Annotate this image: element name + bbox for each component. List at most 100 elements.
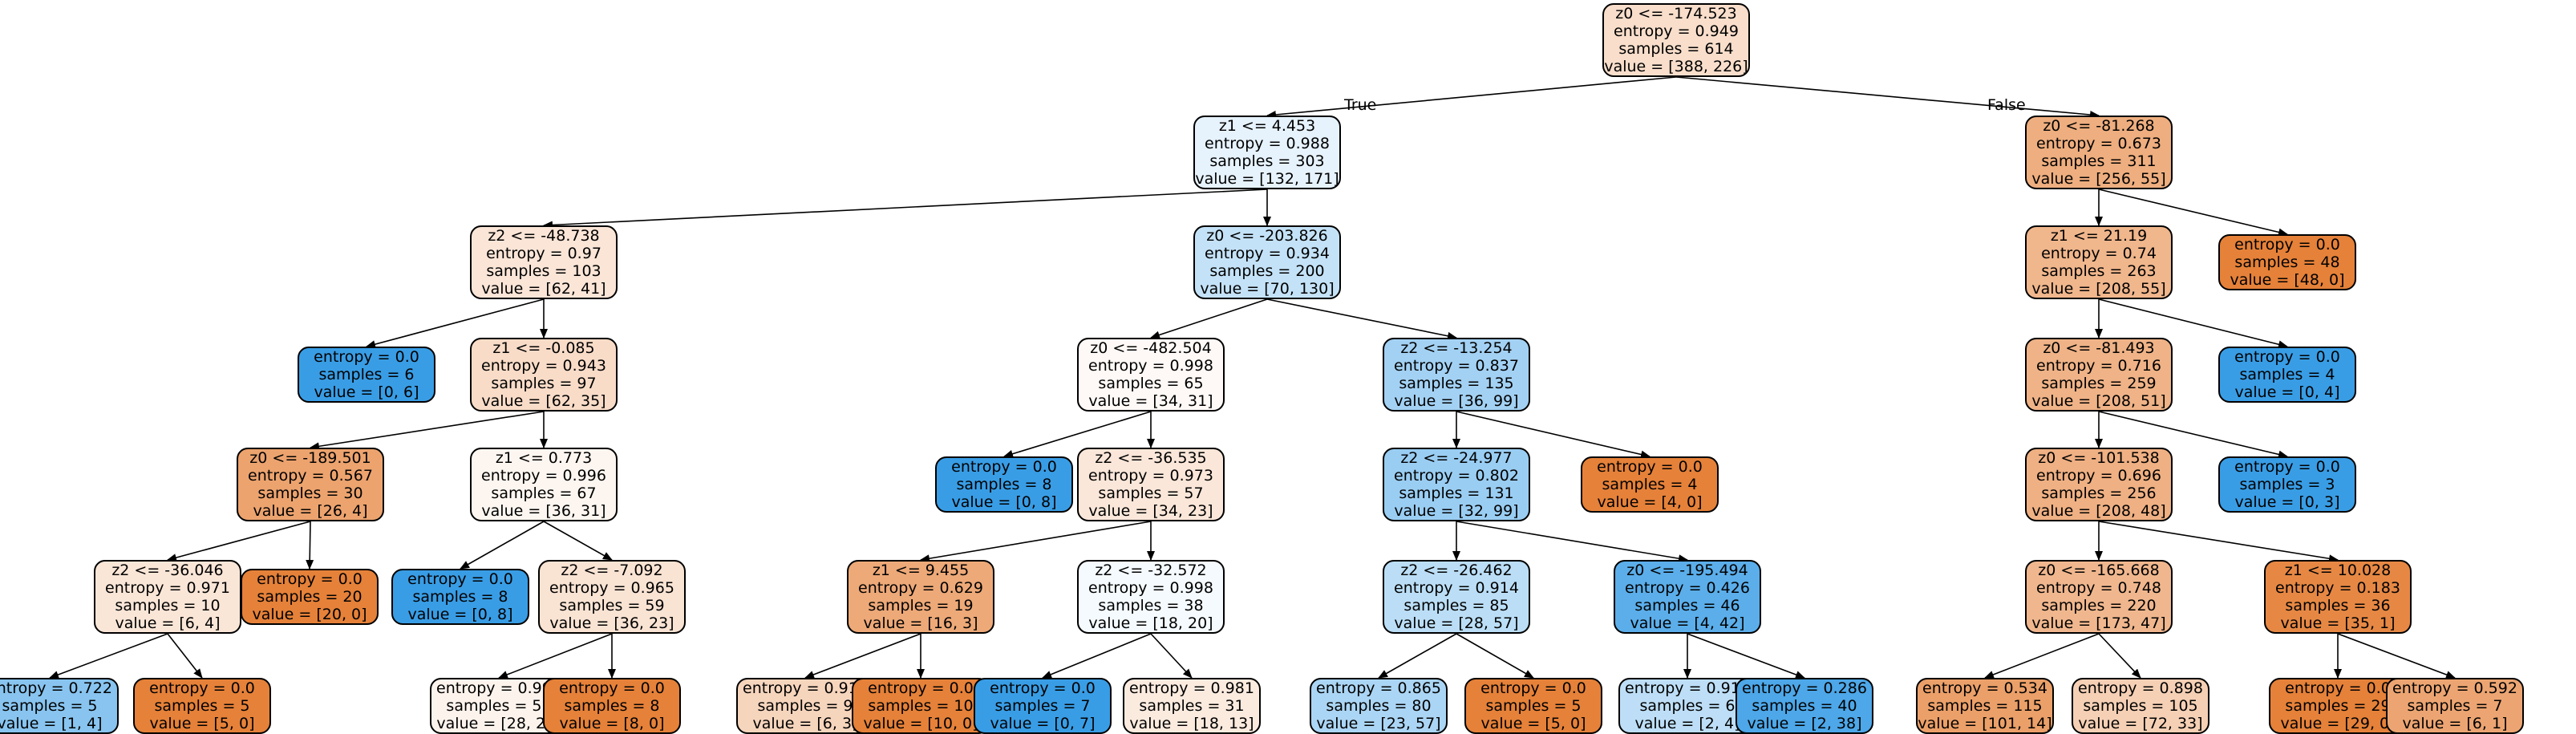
tree-edge xyxy=(460,521,545,570)
node-line: value = [2, 4] xyxy=(1634,715,1740,732)
tree-edge xyxy=(1984,633,2100,679)
node-line: z0 <= -189.501 xyxy=(249,449,371,467)
node-line: samples = 614 xyxy=(1618,40,1734,58)
node-line: samples = 36 xyxy=(2285,597,2391,614)
node-line: z2 <= -26.462 xyxy=(1400,562,1513,579)
node-line: value = [0, 3] xyxy=(2234,493,2340,511)
node-line: samples = 131 xyxy=(1399,485,1514,502)
node-line: samples = 51 xyxy=(446,697,552,715)
node-line: entropy = 0.0 xyxy=(2285,679,2391,697)
node-line: entropy = 0.993 xyxy=(436,679,561,697)
tree-edge xyxy=(1687,633,1805,679)
node-line: samples = 59 xyxy=(559,597,665,614)
node-line: z0 <= -81.268 xyxy=(2043,117,2155,135)
node-line: entropy = 0.998 xyxy=(1088,357,1213,375)
node-line: z0 <= -165.668 xyxy=(2038,562,2160,579)
node-line: z1 <= 21.19 xyxy=(2050,227,2148,245)
node-line: value = [4, 42] xyxy=(1630,614,1745,632)
node-line: samples = 57 xyxy=(1098,485,1204,502)
node-line: value = [62, 41] xyxy=(481,280,606,298)
node-line: entropy = 0.965 xyxy=(549,579,674,597)
node-line: z2 <= -24.977 xyxy=(1400,449,1513,467)
tree-edge xyxy=(167,521,311,562)
tree-edge xyxy=(1150,298,1268,339)
node-line: value = [35, 1] xyxy=(2280,614,2396,632)
node-line: samples = 256 xyxy=(2041,485,2157,502)
node-line: samples = 19 xyxy=(868,597,974,614)
node-line: value = [0, 6] xyxy=(314,383,419,401)
node-line: samples = 115 xyxy=(1927,697,2043,715)
node-line: value = [208, 51] xyxy=(2031,392,2166,410)
node-line: samples = 311 xyxy=(2041,152,2157,170)
node-line: samples = 46 xyxy=(1634,597,1740,614)
node-line: entropy = 0.914 xyxy=(1394,579,1519,597)
node-line: z2 <= -32.572 xyxy=(1095,562,1207,579)
node-line: value = [34, 23] xyxy=(1088,502,1213,520)
node-line: samples = 40 xyxy=(1752,697,1857,715)
node-line: entropy = 0.865 xyxy=(1316,679,1441,697)
node-line: entropy = 0.286 xyxy=(1742,679,1867,697)
node-line: samples = 31 xyxy=(1139,697,1245,715)
node-line: samples = 220 xyxy=(2041,597,2157,614)
tree-edge xyxy=(1456,633,1534,679)
node-line: value = [0, 8] xyxy=(951,493,1057,511)
node-line: z0 <= -174.523 xyxy=(1615,5,1737,22)
node-line: entropy = 0.918 xyxy=(1625,679,1750,697)
node-line: entropy = 0.934 xyxy=(1205,245,1330,262)
node-line: entropy = 0.534 xyxy=(1922,679,2047,697)
node-line: z2 <= -48.738 xyxy=(488,227,600,245)
node-line: value = [132, 171] xyxy=(1195,170,1339,188)
node-line: value = [29, 0] xyxy=(2280,715,2396,732)
node-line: value = [0, 4] xyxy=(2234,383,2340,401)
node-line: value = [28, 57] xyxy=(1394,614,1519,632)
node-line: entropy = 0.629 xyxy=(858,579,983,597)
tree-edge xyxy=(1675,76,2100,119)
node-line: samples = 5 xyxy=(2,697,98,715)
node-line: value = [5, 0] xyxy=(149,715,255,732)
node-line: value = [36, 31] xyxy=(481,502,606,520)
tree-edge xyxy=(366,298,545,348)
node-line: entropy = 0.74 xyxy=(2041,245,2157,262)
node-line: z1 <= 10.028 xyxy=(2284,562,2392,579)
node-line: entropy = 0.837 xyxy=(1394,357,1519,375)
node-line: samples = 10 xyxy=(868,697,974,715)
node-line: value = [48, 0] xyxy=(2230,271,2345,289)
node-line: samples = 103 xyxy=(486,262,601,280)
tree-edge xyxy=(1378,633,1457,679)
node-line: samples = 3 xyxy=(2239,476,2335,493)
node-line: value = [34, 31] xyxy=(1088,392,1213,410)
node-line: z0 <= -81.493 xyxy=(2043,339,2155,357)
node-line: value = [173, 47] xyxy=(2031,614,2166,632)
node-line: entropy = 0.0 xyxy=(1597,458,1703,476)
tree-edge xyxy=(2098,633,2141,679)
node-line: value = [6, 4] xyxy=(115,614,221,632)
tree-edge xyxy=(1150,633,1193,679)
node-line: z1 <= -0.085 xyxy=(492,339,595,357)
tree-edge xyxy=(498,633,613,679)
node-line: entropy = 0.898 xyxy=(2078,679,2203,697)
node-line: entropy = 0.0 xyxy=(314,348,419,366)
node-line: value = [1, 4] xyxy=(0,715,103,732)
node-line: value = [18, 13] xyxy=(1129,715,1254,732)
